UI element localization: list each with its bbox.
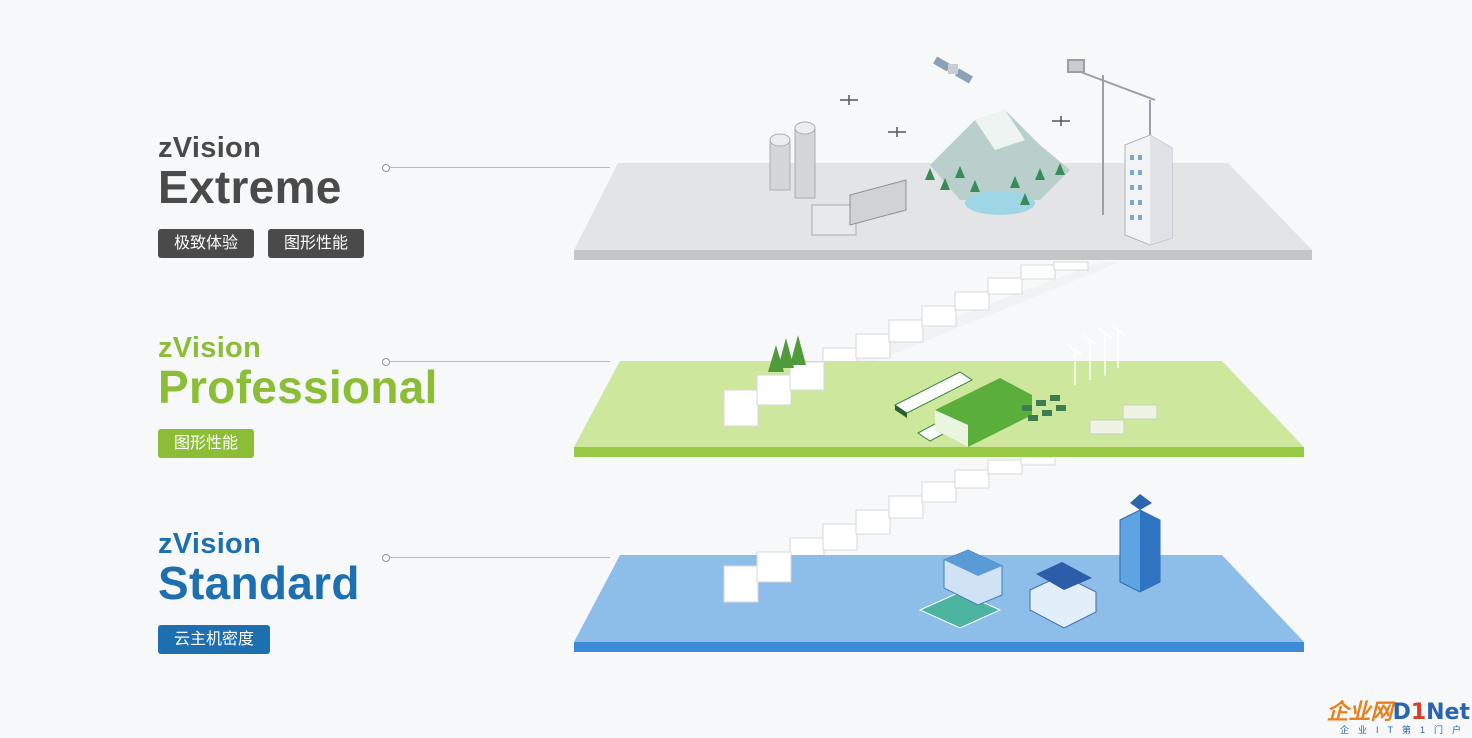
tier-brand: zVision — [158, 332, 262, 364]
tag-ultimate-experience: 极致体验 — [158, 229, 255, 258]
tier-standard: zVision Standard 云主机密度 — [158, 529, 360, 654]
site-watermark: 企业网D1Net 企业IT第1门户 — [1327, 702, 1470, 736]
skyscraper-icon — [1119, 494, 1161, 593]
connector-dot — [382, 554, 390, 562]
watermark-d: D — [1392, 700, 1411, 725]
tier-name: Professional — [158, 361, 438, 413]
watermark-1: 1 — [1410, 700, 1427, 725]
tier-extreme: zVision Extreme 极致体验 图形性能 — [158, 132, 365, 258]
bank-icon — [1029, 562, 1097, 629]
tree-icon — [768, 335, 806, 372]
silo-icon — [769, 121, 907, 236]
stairs-icon — [1089, 404, 1158, 435]
tier-illustration — [574, 56, 1312, 652]
drone-icon — [840, 95, 1070, 137]
building-icon — [1124, 134, 1173, 246]
connector-dot — [382, 358, 390, 366]
tag-vm-density: 云主机密度 — [158, 625, 271, 654]
mountain-icon — [930, 110, 1070, 215]
watermark-cn: 企业网 — [1326, 700, 1393, 725]
stairs-icon — [723, 361, 825, 427]
solar-panel-icon — [1022, 395, 1066, 421]
tag-graphics-performance: 图形性能 — [268, 229, 365, 258]
connector-line — [390, 557, 610, 558]
watermark-net: Net — [1426, 700, 1470, 725]
crane-icon — [1067, 59, 1156, 215]
satellite-icon — [933, 56, 973, 84]
tier-tags: 极致体验 图形性能 — [158, 229, 365, 258]
connector-line — [390, 167, 610, 168]
school-icon — [918, 549, 1003, 629]
connector-line — [390, 361, 610, 362]
tier-brand: zVision — [158, 528, 262, 560]
tier-tags: 云主机密度 — [158, 625, 360, 654]
watermark-subtitle: 企业IT第1门户 — [1339, 725, 1470, 735]
wind-turbine-icon — [1067, 324, 1126, 385]
tier-professional: zVision Professional 图形性能 — [158, 333, 438, 458]
stairs-icon — [723, 551, 792, 603]
tier-tags: 图形性能 — [158, 429, 438, 458]
building-icon — [935, 378, 1032, 447]
tier-brand: zVision — [158, 132, 262, 164]
connector-dot — [382, 164, 390, 172]
tier-name: Extreme — [158, 161, 342, 213]
tree-icon — [925, 163, 1065, 205]
tier-name: Standard — [158, 557, 360, 609]
tag-graphics-performance: 图形性能 — [158, 429, 255, 458]
